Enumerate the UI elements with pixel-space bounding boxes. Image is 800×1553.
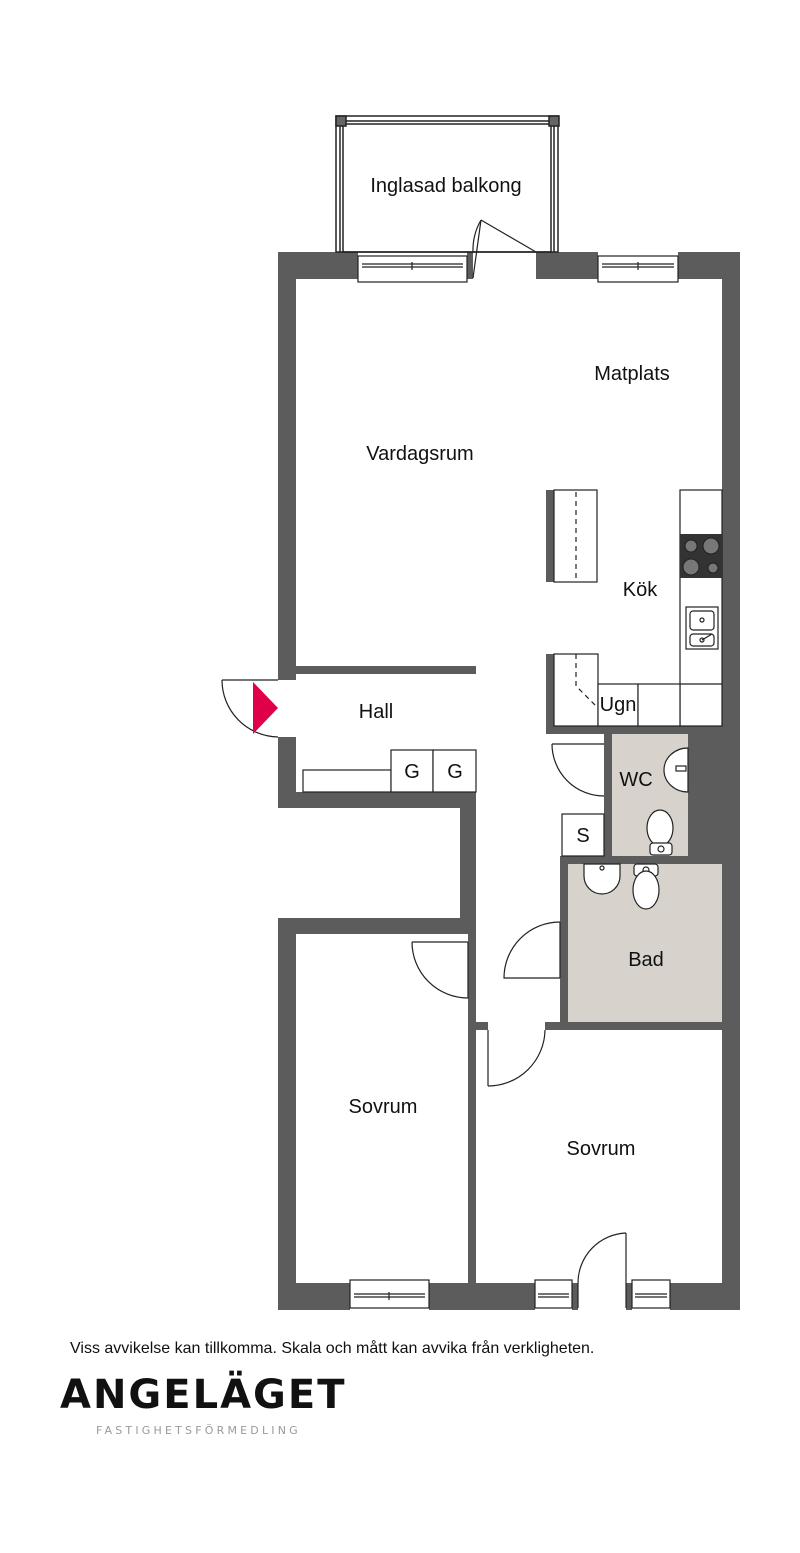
label-kitchen: Kök: [623, 579, 658, 601]
disclaimer-text: Viss avvikelse kan tillkomma. Skala och …: [70, 1340, 595, 1357]
floor-plan: Inglasad balkong Matplats Vardagsrum Kök…: [221, 115, 740, 1310]
hall-wardrobes: [302, 749, 477, 793]
windows-bottom: [349, 1279, 671, 1309]
label-bedroom-right: Sovrum: [567, 1138, 636, 1160]
kitchen-island: [553, 489, 598, 583]
balcony: [335, 115, 560, 253]
entrance-marker-icon: [253, 682, 278, 734]
bath-door: [503, 921, 561, 979]
kitchen-sink-icon: [685, 606, 719, 650]
brand-tagline: FASTIGHETSFÖRMEDLING: [96, 1424, 301, 1437]
label-bedroom-left: Sovrum: [349, 1096, 418, 1118]
bedroom-balcony-door: [577, 1232, 627, 1308]
wc-fixtures: [646, 747, 689, 856]
entrance-door: [221, 679, 296, 738]
label-dining: Matplats: [594, 363, 670, 385]
bath-fixtures: [583, 863, 660, 910]
label-wc: WC: [619, 769, 652, 791]
storage-cabinet: [561, 813, 605, 857]
label-bath: Bad: [628, 949, 664, 971]
bedroom-left-door: [411, 941, 469, 999]
label-balcony: Inglasad balkong: [370, 175, 521, 197]
balcony-door: [472, 219, 537, 279]
label-living: Vardagsrum: [366, 443, 473, 465]
wc-door: [551, 743, 605, 797]
label-hall: Hall: [359, 701, 393, 723]
bedroom-right-door: [487, 1029, 546, 1087]
interior-walls: [296, 490, 722, 1284]
brand-logo: ANGELÄGET: [60, 1372, 347, 1418]
label-wardrobe-2: G: [447, 761, 463, 783]
label-storage: S: [576, 825, 589, 847]
stove-icon: [680, 534, 722, 578]
exterior-walls: [278, 252, 740, 1310]
windows-top: [357, 255, 679, 283]
label-oven: Ugn: [600, 694, 637, 716]
label-wardrobe-1: G: [404, 761, 420, 783]
